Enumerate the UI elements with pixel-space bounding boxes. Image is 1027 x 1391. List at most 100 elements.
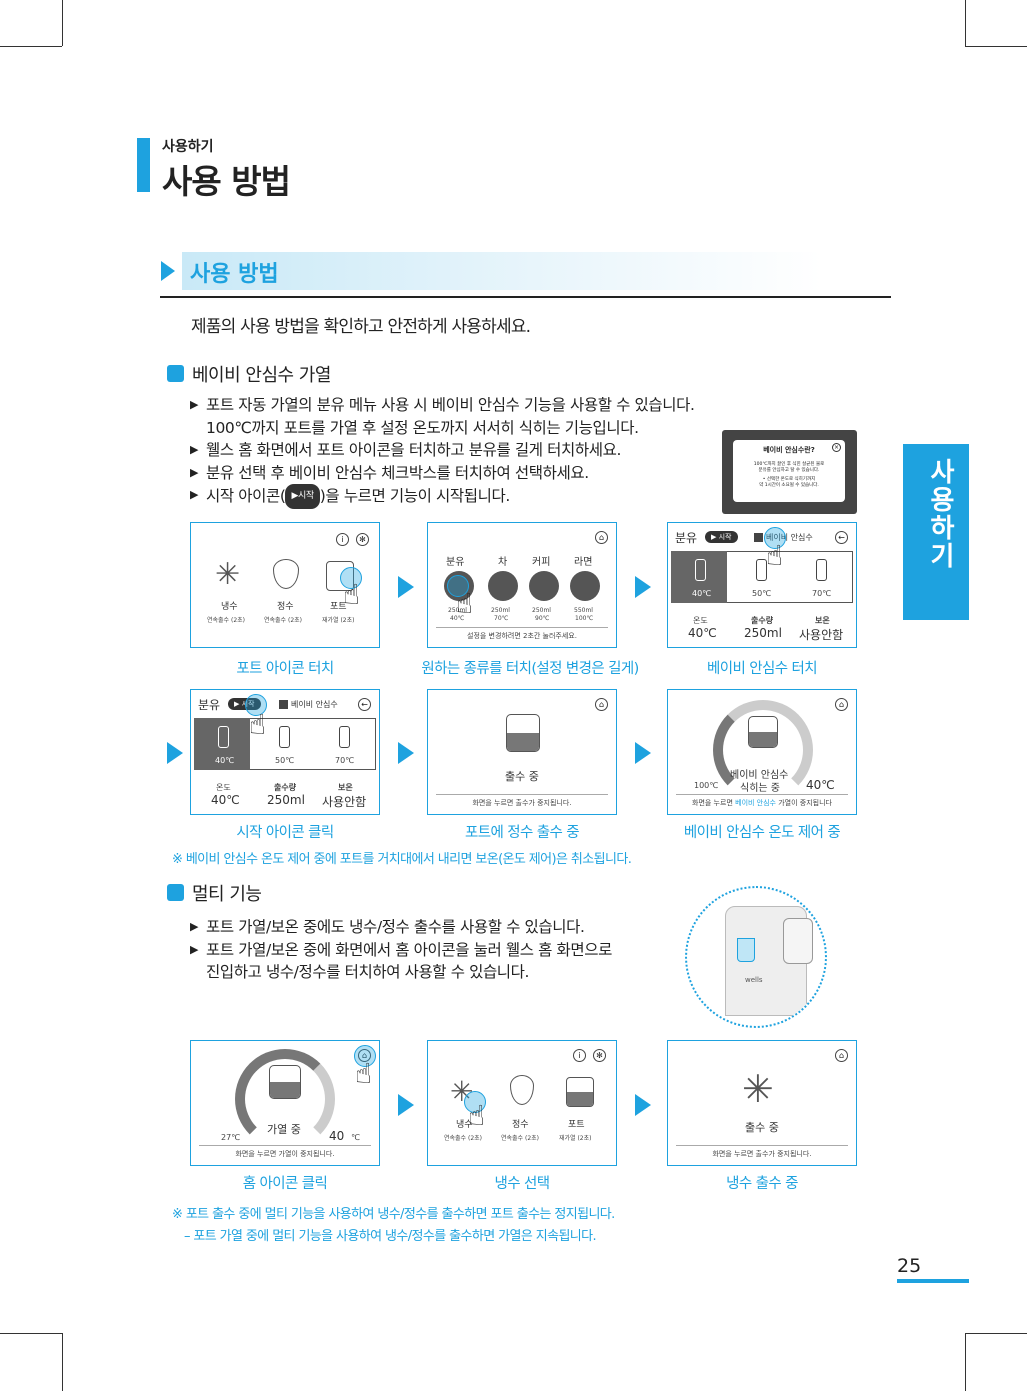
- home-icon: ⌂: [835, 698, 848, 711]
- bottle-icon: [756, 559, 767, 581]
- popup-close-icon: ×: [832, 443, 841, 452]
- hand-pointer-icon: ☝: [343, 578, 361, 611]
- bullet: 분유 선택 후 베이비 안심수 체크박스를 터치하여 선택하세요.: [190, 462, 770, 485]
- popup-dialog: 베이비 안심수란? × 100℃까지 끓인 후 식힌 살균된 물로 분유를 안심…: [733, 440, 845, 502]
- page-number: 25: [897, 1255, 922, 1277]
- home-item-pot: 포트: [330, 602, 347, 612]
- snowflake-icon: ✳: [742, 1067, 774, 1111]
- side-tab-label: 사용하기: [925, 458, 955, 570]
- progress-ring: [235, 1049, 335, 1149]
- home-icon: ⌂: [595, 531, 608, 544]
- popup-screenshot: 베이비 안심수란? × 100℃까지 끓인 후 식힌 살균된 물로 분유를 안심…: [722, 430, 857, 514]
- start-button: ▶ 시작: [705, 531, 738, 543]
- section-accent-bar: [137, 138, 150, 192]
- crop-mark: [965, 1333, 1027, 1334]
- divider: [160, 296, 891, 298]
- screen-home: i ✻ ✳ 냉수 정수 포트 연속출수 (2초) 연속출수 (2초) 재가열 (…: [190, 522, 380, 648]
- screen-cold-select: i ✻ ✳ 냉수 정수 포트 연속출수 (2초) 연속출수 (2초) 재가열 (…: [427, 1040, 617, 1166]
- touch-highlight: [764, 527, 786, 549]
- noodle-icon: [570, 571, 600, 601]
- gear-icon: ✻: [356, 533, 369, 546]
- progress-ring: [713, 700, 813, 800]
- screen-cold-dispensing: ⌂ ✳ 출수 중 화면을 누르면 출수가 중지됩니다.: [667, 1040, 857, 1166]
- home-item-cold: 냉수: [221, 602, 238, 612]
- screen-menu: ⌂ 분유 차 커피 라면 250ml 250ml 250ml 550ml 40℃…: [427, 522, 617, 648]
- subsection-square-icon: [167, 365, 184, 382]
- caption: 홈 아이콘 클릭: [242, 1176, 328, 1192]
- crop-mark: [62, 0, 63, 46]
- touch-highlight: [464, 1091, 486, 1113]
- hand-pointer-icon: ☝: [766, 539, 784, 572]
- band-arrow-icon: [161, 261, 175, 281]
- crop-mark: [965, 0, 966, 46]
- baby-bullets: 포트 자동 가열의 분유 메뉴 사용 시 베이비 안심수 기능을 사용할 수 있…: [190, 394, 770, 509]
- kettle-icon: [506, 714, 540, 752]
- multi-note-sub: – 포트 가열 중에 멀티 기능을 사용하여 냉수/정수를 출수하면 가열은 지…: [184, 1229, 597, 1244]
- multi-bullets: 포트 가열/보온 중에도 냉수/정수 출수를 사용할 수 있습니다. 포트 가열…: [190, 916, 680, 984]
- bottle-icon: [279, 726, 290, 748]
- caption: 포트 아이콘 터치: [236, 661, 334, 677]
- home-icon: ⌂: [595, 698, 608, 711]
- touch-highlight: [354, 1045, 376, 1067]
- caption: 포트에 정수 출수 중: [465, 825, 580, 841]
- bottle-icon: [816, 559, 827, 581]
- step-arrow-icon: [398, 1094, 414, 1116]
- step-arrow-icon: [398, 576, 414, 598]
- dispensing-footer: 화면을 누르면 출수가 중지됩니다.: [436, 794, 608, 808]
- caption: 시작 아이콘 클릭: [236, 825, 334, 841]
- cold-dispensing-footer: 화면을 누르면 출수가 중지됩니다.: [676, 1145, 848, 1159]
- gear-icon: ✻: [593, 1049, 606, 1062]
- caption: 냉수 선택: [494, 1176, 551, 1192]
- bullet-cont: 100℃까지 포트를 가열 후 설정 온도까지 서서히 식히는 기능입니다.: [206, 418, 639, 437]
- step-arrow-icon: [635, 742, 651, 764]
- hand-pointer-icon: ☝: [456, 587, 474, 620]
- hand-pointer-icon: ☝: [249, 708, 267, 741]
- kettle-icon: [783, 918, 813, 964]
- tea-icon: [488, 571, 518, 601]
- screen-baby-cooling: ⌂ 베이비 안심수 식히는 중 100℃ 40℃ 화면을 누르면 베이비 안심수…: [667, 689, 857, 815]
- info-icon: i: [336, 533, 349, 546]
- subsection-title: 베이비 안심수 가열: [192, 365, 331, 386]
- band-title: 사용 방법: [190, 262, 279, 287]
- kettle-icon: [566, 1077, 594, 1107]
- bottle-icon: [695, 559, 706, 581]
- section-label: 사용하기: [162, 139, 214, 155]
- water-drop-icon: [273, 559, 299, 589]
- crop-mark: [0, 46, 62, 47]
- touch-highlight: [340, 567, 362, 589]
- caption: 베이비 안심수 터치: [707, 661, 818, 677]
- intro-text: 제품의 사용 방법을 확인하고 안전하게 사용하세요.: [191, 317, 531, 337]
- multi-note: ※ 포트 출수 중에 멀티 기능을 사용하여 냉수/정수를 출수하면 포트 출수…: [172, 1207, 615, 1222]
- title-band: [182, 252, 822, 290]
- side-tab: [903, 444, 969, 620]
- page-title: 사용 방법: [162, 162, 291, 201]
- info-icon: i: [573, 1049, 586, 1062]
- crop-mark: [0, 1333, 62, 1334]
- checkbox-icon: [279, 700, 288, 709]
- subsection-square-icon: [167, 884, 184, 901]
- bullet: 포트 가열/보온 중에 화면에서 홈 아이콘을 눌러 웰스 홈 화면으로: [190, 939, 680, 962]
- menu-footer: 설정을 변경하려면 2초간 눌러주세요.: [436, 627, 608, 641]
- hand-pointer-icon: ☝: [355, 1057, 373, 1090]
- home-icon: ⌂: [835, 1049, 848, 1062]
- step-arrow-icon: [635, 576, 651, 598]
- caption: 냉수 출수 중: [726, 1176, 798, 1192]
- cup-icon: [737, 938, 755, 962]
- back-icon: ←: [358, 698, 371, 711]
- bottle-icon: [218, 726, 229, 748]
- hand-pointer-icon: ☝: [468, 1099, 486, 1132]
- crop-mark: [965, 1333, 966, 1391]
- home-item-purified: 정수: [277, 602, 294, 612]
- coffee-icon: [529, 571, 559, 601]
- caption: 베이비 안심수 온도 제어 중: [683, 825, 841, 841]
- start-icon: ▶시작: [285, 484, 320, 509]
- caption: 원하는 종류를 터치(설정 변경은 길게): [421, 661, 639, 677]
- crop-mark: [62, 1333, 63, 1391]
- product-illustration: wells: [685, 886, 827, 1028]
- snowflake-icon: ✳: [215, 557, 241, 592]
- screen-pot-dispensing: ⌂ 출수 중 화면을 누르면 출수가 중지됩니다.: [427, 689, 617, 815]
- subsection-title: 멀티 기능: [192, 884, 262, 905]
- brand-logo: wells: [745, 976, 763, 984]
- kettle-icon: [748, 716, 778, 748]
- screen-heating: ⌂ 가열 중 27℃ 40 ℃ 화면을 누르면 가열이 중지됩니다. ☝: [190, 1040, 380, 1166]
